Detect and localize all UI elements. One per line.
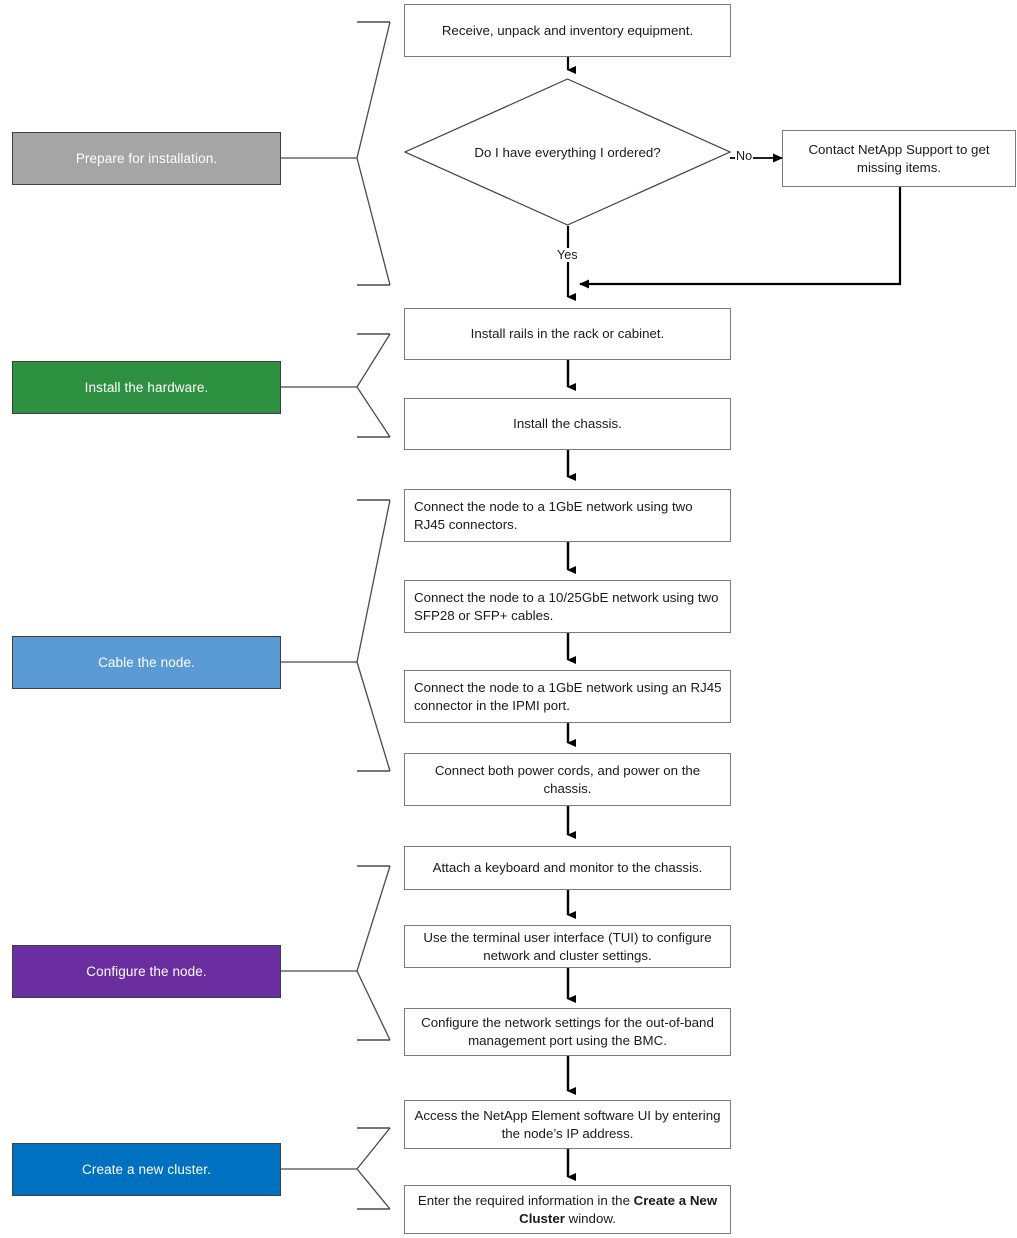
edge-label-no: No xyxy=(735,149,754,163)
step-box-install-chassis[interactable]: Install the chassis. xyxy=(404,398,731,450)
step-box-cable-1gbe[interactable]: Connect the node to a 1GbE network using… xyxy=(404,489,731,542)
bracket-cluster xyxy=(281,1127,391,1210)
final-step-prefix: Enter the required information in the xyxy=(417,1192,634,1208)
step-box-cable-ipmi[interactable]: Connect the node to a 1GbE network using… xyxy=(404,670,731,723)
step-box-attach-keyboard[interactable]: Attach a keyboard and monitor to the cha… xyxy=(404,846,731,890)
category-block-install-hardware[interactable]: Install the hardware. xyxy=(12,361,281,414)
step-box-create-new-cluster-window[interactable]: Enter the required information in the Cr… xyxy=(404,1185,731,1234)
category-label-create-cluster: Create a new cluster. xyxy=(82,1162,211,1177)
category-block-create-cluster[interactable]: Create a new cluster. xyxy=(12,1143,281,1196)
step-text-tui-configure: Use the terminal user interface (TUI) to… xyxy=(423,929,712,963)
step-text-contact-support: Contact NetApp Support to get missing it… xyxy=(808,141,990,175)
edge-label-yes: Yes xyxy=(556,248,579,262)
category-label-prepare: Prepare for installation. xyxy=(75,151,218,166)
final-step-emphasis: Create a New Cluster xyxy=(519,1192,718,1226)
category-block-cable-node[interactable]: Cable the node. xyxy=(12,636,281,689)
step-box-bmc-configure[interactable]: Configure the network settings for the o… xyxy=(404,1008,731,1056)
step-box-power-cords[interactable]: Connect both power cords, and power on t… xyxy=(404,753,731,806)
category-label-install-hardware: Install the hardware. xyxy=(84,380,209,395)
category-label-cable-node: Cable the node. xyxy=(98,655,195,670)
step-box-contact-support[interactable]: Contact NetApp Support to get missing it… xyxy=(782,130,1016,187)
bracket-prepare xyxy=(281,21,391,286)
step-box-access-element-ui[interactable]: Access the NetApp Element software UI by… xyxy=(404,1100,731,1149)
category-label-configure-node: Configure the node. xyxy=(86,964,207,979)
step-text-cable-1gbe: Connect the node to a 1GbE network using… xyxy=(414,498,693,532)
step-text-access-element-ui: Access the NetApp Element software UI by… xyxy=(414,1107,721,1141)
bracket-configure xyxy=(281,865,391,1041)
step-box-receive-equipment[interactable]: Receive, unpack and inventory equipment. xyxy=(404,4,731,57)
step-text-power-cords: Connect both power cords, and power on t… xyxy=(434,762,701,796)
step-text-install-chassis: Install the chassis. xyxy=(513,416,622,432)
decision-node-everything-ordered[interactable]: Do I have everything I ordered? xyxy=(404,78,731,226)
step-text-attach-keyboard: Attach a keyboard and monitor to the cha… xyxy=(432,860,703,876)
step-text-receive-equipment: Receive, unpack and inventory equipment. xyxy=(441,22,694,38)
step-text-create-new-cluster-window: Enter the required information in the Cr… xyxy=(405,1192,730,1227)
step-box-install-rails[interactable]: Install rails in the rack or cabinet. xyxy=(404,308,731,360)
step-text-cable-ipmi: Connect the node to a 1GbE network using… xyxy=(414,679,722,713)
step-box-cable-10-25gbe[interactable]: Connect the node to a 10/25GbE network u… xyxy=(404,580,731,633)
step-text-cable-10-25gbe: Connect the node to a 10/25GbE network u… xyxy=(414,589,719,623)
final-step-suffix: window. xyxy=(564,1210,616,1226)
step-text-bmc-configure: Configure the network settings for the o… xyxy=(421,1015,714,1048)
step-box-tui-configure[interactable]: Use the terminal user interface (TUI) to… xyxy=(404,925,731,968)
step-text-install-rails: Install rails in the rack or cabinet. xyxy=(470,326,665,342)
decision-label-everything-ordered: Do I have everything I ordered? xyxy=(474,144,661,160)
bracket-cable xyxy=(281,499,391,772)
decision-diamond-shape xyxy=(404,78,731,226)
category-block-prepare[interactable]: Prepare for installation. xyxy=(12,132,281,185)
category-block-configure-node[interactable]: Configure the node. xyxy=(12,945,281,998)
bracket-install xyxy=(281,333,391,438)
